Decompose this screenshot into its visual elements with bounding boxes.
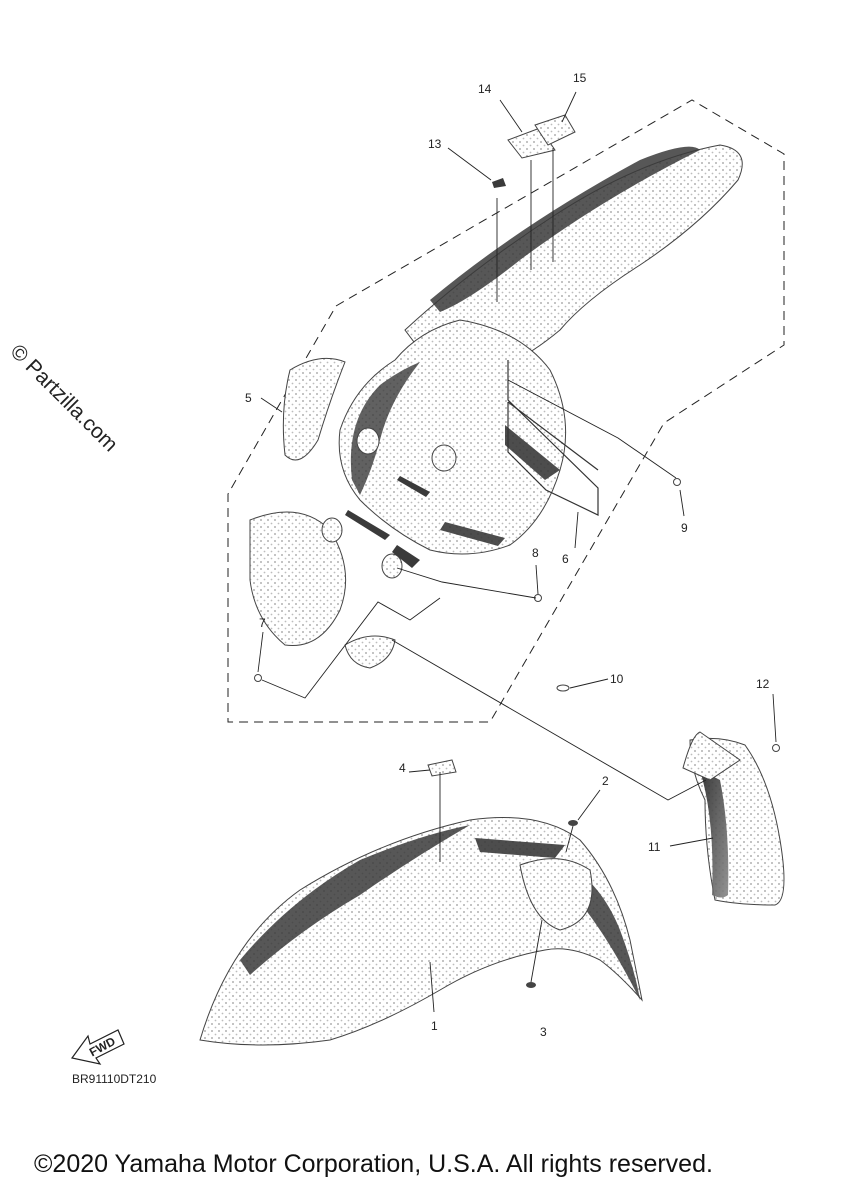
part-2-clip	[568, 820, 578, 826]
part-6-plate	[507, 360, 599, 516]
part-12-bolt	[772, 744, 780, 752]
part-13-clip	[492, 178, 506, 188]
callout-14: 14	[478, 82, 492, 96]
callout-3: 3	[540, 1025, 547, 1039]
copyright-notice: ©2020 Yamaha Motor Corporation, U.S.A. A…	[34, 1150, 713, 1178]
part-4-decal	[427, 759, 457, 777]
leader-lines	[257, 91, 777, 1013]
callout-13: 13	[428, 137, 442, 151]
part-3-clip	[526, 982, 536, 988]
callout-11: 11	[648, 840, 661, 854]
callout-2: 2	[602, 774, 609, 788]
part-7-bolt	[254, 674, 262, 682]
part-9-bolt	[673, 478, 681, 486]
fwd-arrow-icon: FWD	[70, 1029, 125, 1065]
callout-6: 6	[562, 552, 569, 566]
callout-1: 1	[431, 1019, 438, 1033]
callout-labels: 1 2 3 4 5 6 7 8 9 10 11 12 13 14 15	[245, 71, 770, 1039]
callout-5: 5	[245, 391, 252, 405]
diagram-code: BR91110DT210	[72, 1072, 157, 1086]
part-15-decal	[534, 114, 576, 146]
part-5-shroud	[249, 144, 743, 669]
callout-12: 12	[756, 677, 770, 691]
callout-9: 9	[681, 521, 688, 535]
callout-15: 15	[573, 71, 587, 85]
part-11-side-cover	[682, 731, 785, 906]
callout-7: 7	[259, 616, 266, 630]
callout-10: 10	[610, 672, 624, 686]
assembly-boundary	[227, 99, 785, 723]
callout-4: 4	[399, 761, 406, 775]
part-10-screw	[556, 684, 570, 692]
part-1-front-fender	[199, 817, 643, 1046]
callout-8: 8	[532, 546, 539, 560]
